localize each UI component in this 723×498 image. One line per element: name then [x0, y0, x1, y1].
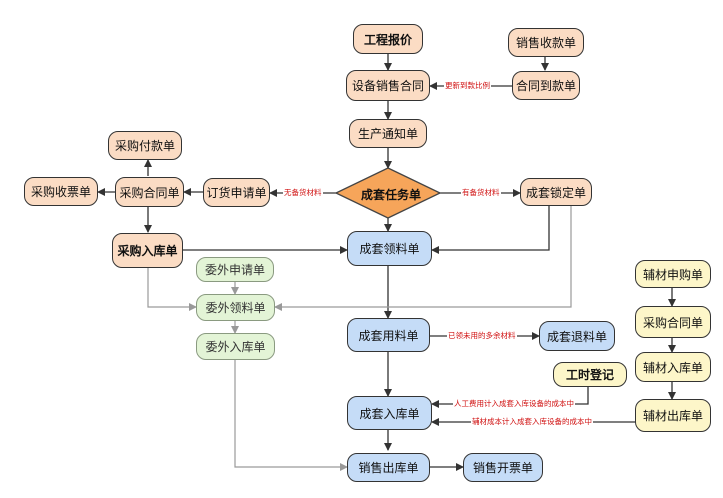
- weiwai-lingliao-node[interactable]: 委外领料单: [196, 294, 275, 321]
- fucai-shengou-node[interactable]: 辅材申购单: [635, 260, 711, 288]
- label-aux-cost: 辅材成本计入成套入库设备的成本中: [471, 417, 593, 427]
- weiwai-shenqing-node[interactable]: 委外申请单: [196, 257, 274, 282]
- chengtao-rukudan-node[interactable]: 成套入库单: [347, 396, 432, 430]
- label-update-ratio: 更新到款比例: [444, 81, 491, 91]
- decision-diamond-shape: [334, 167, 442, 219]
- xiaoshou-kaipiao-node[interactable]: 销售开票单: [463, 453, 543, 482]
- caigou-fukuan-node[interactable]: 采购付款单: [108, 131, 182, 160]
- hetong-daokuan-node[interactable]: 合同到款单: [512, 71, 580, 100]
- chengtao-suoding-node[interactable]: 成套锁定单: [520, 178, 592, 206]
- label-no-stock: 无备货材料: [283, 188, 323, 198]
- caigou-ruku-node[interactable]: 采购入库单: [112, 233, 183, 268]
- shengchan-tongzhi-node[interactable]: 生产通知单: [349, 119, 427, 148]
- fucai-caigou-hetong-node[interactable]: 采购合同单: [635, 306, 711, 338]
- edge-suoding-weiwailingliao: [274, 206, 572, 311]
- chengtao-yongliao-node[interactable]: 成套用料单: [347, 318, 430, 352]
- caigou-hetong-node[interactable]: 采购合同单: [115, 177, 184, 207]
- label-labor-cost: 人工费用计入成套入库设备的成本中: [453, 399, 575, 409]
- gongcheng-baojia-node[interactable]: 工程报价: [353, 24, 423, 54]
- edge-caigouruku-weiwailingliao: [147, 268, 197, 311]
- label-has-stock: 有备货材料: [461, 188, 501, 198]
- dinghuo-shenqing-node[interactable]: 订货申请单: [203, 178, 270, 207]
- fucai-chuku-node[interactable]: 辅材出库单: [635, 399, 711, 432]
- xiaoshou-chuku-node[interactable]: 销售出库单: [347, 453, 430, 482]
- caigou-shoupiao-node[interactable]: 采购收票单: [24, 177, 98, 206]
- chengtao-lingliao-node[interactable]: 成套领料单: [347, 231, 432, 266]
- edge-suoding-lingliao: [431, 206, 550, 254]
- label-surplus: 已领未用的多余材料: [447, 331, 517, 341]
- chengtao-tuiliao-node[interactable]: 成套退料单: [539, 321, 615, 351]
- weiwai-ruku-node[interactable]: 委外入库单: [196, 333, 275, 360]
- edge-weiwairuku-chuku: [234, 360, 348, 471]
- shebei-hetong-node[interactable]: 设备销售合同: [346, 70, 430, 101]
- gongshi-dengji-node[interactable]: 工时登记: [553, 362, 627, 387]
- xiaoshou-shoukuan-node[interactable]: 销售收款单: [508, 28, 584, 57]
- fucai-ruku-node[interactable]: 辅材入库单: [635, 352, 711, 382]
